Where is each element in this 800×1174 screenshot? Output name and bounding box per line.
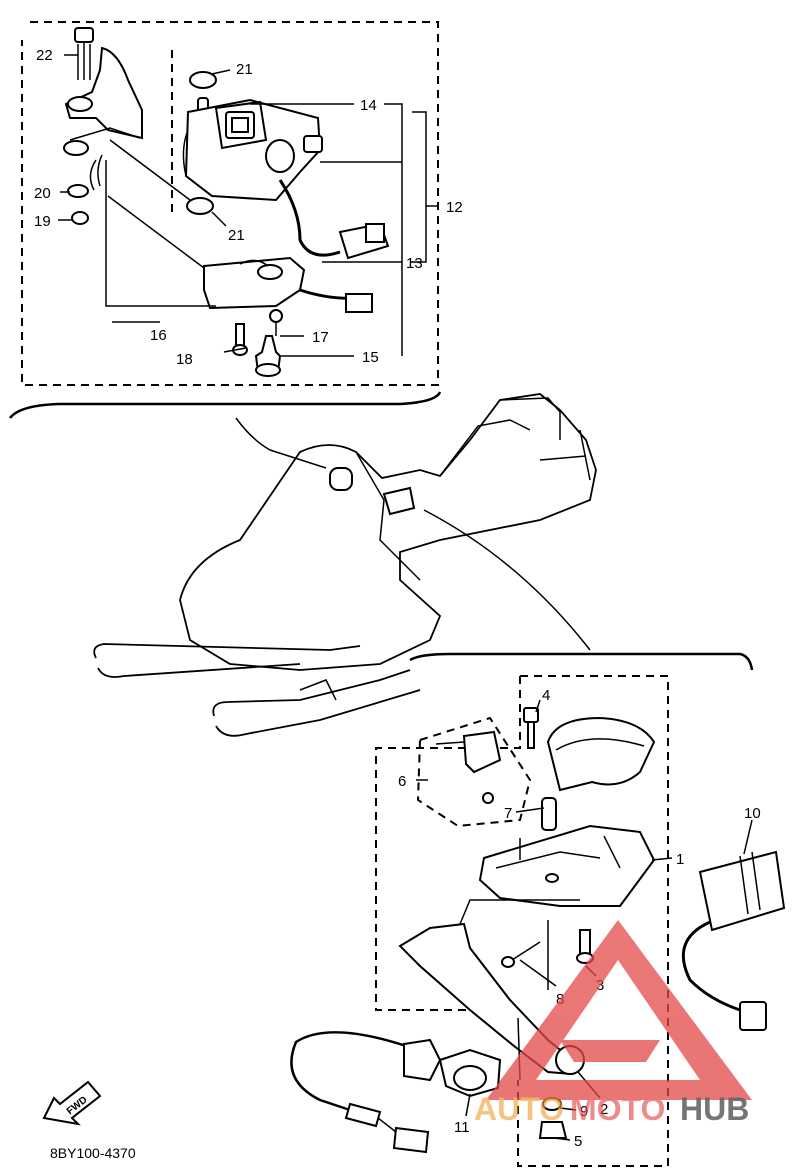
switch-housing [182,98,323,202]
inset-top-frame [9,391,442,419]
snowmobile-outline [93,393,597,737]
callout-1: 1 [676,851,684,868]
nut-5 [538,1121,568,1139]
fwd-arrow-icon: FWD [42,1080,102,1126]
bottom-inset: 4 6 7 1 10 3 8 2 9 5 11 [290,652,786,1167]
screw-17 [269,309,283,336]
bolt-4 [523,707,539,749]
stop-switch-marker [329,467,353,491]
grip-cover [546,716,656,792]
diagram-code: 8BY100-4370 [50,1145,136,1161]
leaders-top [58,54,438,357]
callout-15: 15 [362,349,379,366]
callout-20: 20 [34,185,51,202]
screw-8 [501,941,541,968]
inset-12-boundary [21,21,439,386]
screw-15 [254,335,282,377]
inset-1-boundary [375,675,669,1167]
callout-4: 4 [542,687,550,704]
switch-wire-connector [278,179,390,260]
lower-clamp [203,256,373,313]
callout-2: 2 [600,1101,608,1118]
washer-20 [67,184,89,198]
callout-13: 13 [406,255,423,272]
callout-18: 18 [176,351,193,368]
connector-10 [681,850,786,1031]
throttle-sensor-11 [290,1031,502,1154]
throttle-housing [478,824,656,907]
leaders-bottom [416,699,753,1141]
callout-21-bottom: 21 [228,227,245,244]
watermark-logo: AUTO MOTO HUB [474,920,752,1127]
throttle-lever [398,899,585,1076]
collar-7 [541,797,557,831]
watermark-triangle-icon [486,920,752,1100]
nut-19 [71,211,89,225]
watermark-hub: HUB [680,1091,749,1127]
inset-bottom-frame [409,652,754,671]
callout-6: 6 [398,773,406,790]
callout-22: 22 [36,47,53,64]
callout-14: 14 [360,97,377,114]
bolt-22 [74,27,94,80]
callout-21-top: 21 [236,61,253,78]
top-inset: 22 21 14 12 20 19 21 13 16 17 18 15 [9,21,463,419]
callout-11: 11 [454,1119,470,1136]
watermark-auto: AUTO [474,1091,564,1127]
callout-19: 19 [34,213,51,230]
callout-16: 16 [150,327,167,344]
callout-5: 5 [574,1133,582,1150]
callout-17: 17 [312,329,329,346]
callout-10: 10 [744,805,761,822]
watermark-moto: MOTO [570,1091,665,1127]
callout-7: 7 [504,805,512,822]
throttle-marker [382,486,416,516]
callout-9: 9 [580,1103,588,1120]
clamp-bracket [63,46,143,191]
adjuster-6 [435,730,502,804]
nut-21-bottom [186,197,214,215]
callout-12: 12 [446,199,463,216]
group-6-boundary [416,716,532,828]
